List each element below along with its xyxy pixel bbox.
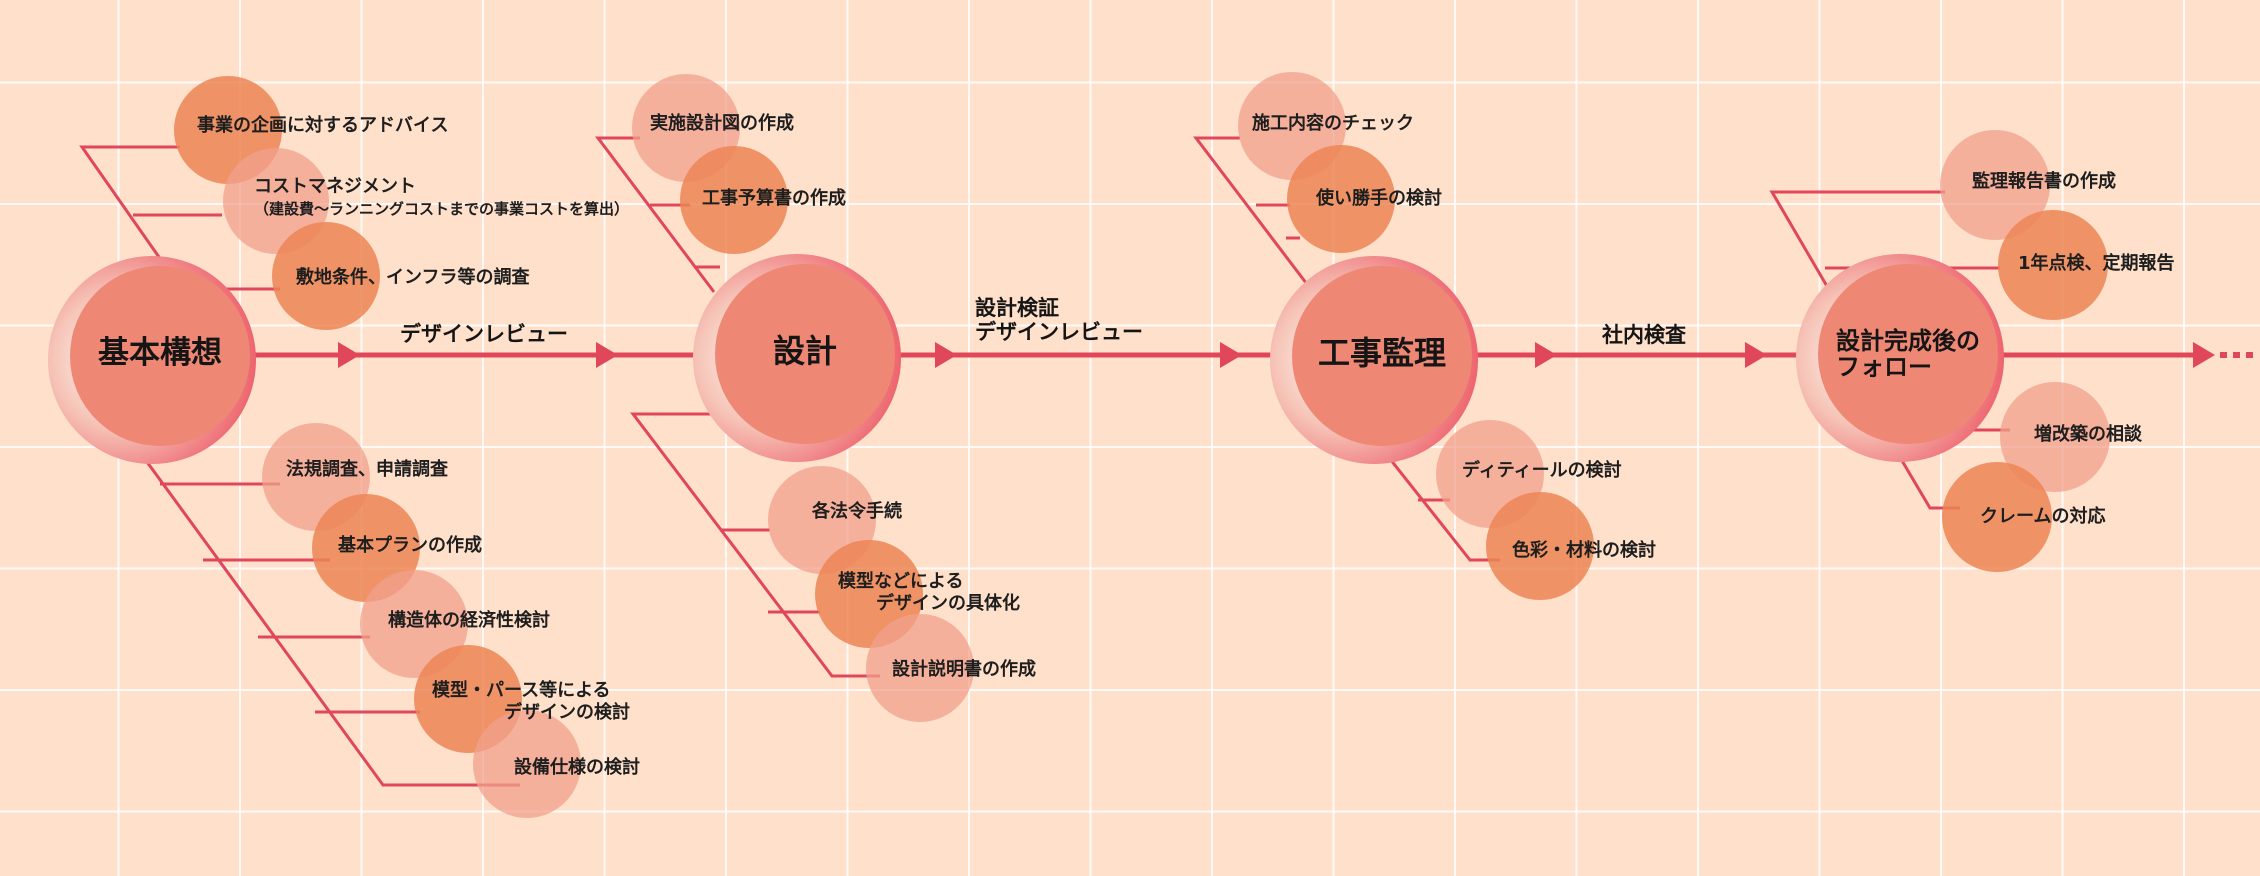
label-structure: 構造体の経済性検討 [388,610,550,631]
label-legal: 各法令手続 [812,501,902,522]
label-plan: 基本プランの作成 [338,535,482,556]
label-model: 模型・パース等による デザインの検討 [432,680,630,724]
arrow-icon [596,342,618,368]
label-site: 敷地条件、インフラ等の調査 [296,267,530,288]
label-equipment: 設備仕様の検討 [514,757,640,778]
label-usability: 使い勝手の検討 [1316,188,1442,209]
stage-inner [70,266,250,446]
stage-inner [1292,266,1472,446]
item-bubble [272,222,380,330]
edge-label-inspection: 社内検査 [1602,323,1686,347]
item-bubble [1287,145,1395,253]
label-model2-line2: デザインの具体化 [876,593,1020,614]
label-model2: 模型などによる デザインの具体化 [838,571,1020,615]
stage-title-design: 設計 [772,332,837,370]
stage-title-concept: 基本構想 [98,335,222,371]
label-model2-line1: 模型などによる [838,571,964,592]
stage-inner [715,264,895,444]
item-bubble [1486,492,1594,600]
stage-title-supervision: 工事監理 [1317,334,1446,372]
label-cost: コストマネジメント （建設費～ランニングコストまでの事業コストを算出） [254,176,629,220]
dot-icon [2246,352,2253,358]
item-bubble [1998,210,2108,320]
dot-icon [2233,352,2240,358]
item-bubble [680,146,788,254]
item-bubble [866,614,974,722]
label-model-line1: 模型・パース等による [432,680,611,701]
label-claim: クレームの対応 [1980,506,2106,527]
label-check: 施工内容のチェック [1252,113,1414,134]
item-bubble [1942,462,2052,572]
label-drawing: 実施設計図の作成 [650,113,794,134]
label-cost-main: コストマネジメント [254,176,416,197]
label-explain: 設計説明書の作成 [892,659,1036,680]
item-bubble [473,710,581,818]
flow-arrows [338,342,2215,368]
label-detail: ディティールの検討 [1462,460,1622,481]
stage-inner [1818,264,1998,444]
label-inspection: 1年点検、定期報告 [2018,253,2175,274]
label-budget: 工事予算書の作成 [702,188,846,209]
label-model-line2: デザインの検討 [504,702,630,723]
arrow-icon [1220,342,1242,368]
label-renovation: 増改築の相談 [2034,424,2142,445]
edge-label-verification: 設計検証 デザインレビュー [975,296,1143,344]
arrow-icon [2193,342,2215,368]
label-report: 監理報告書の作成 [1972,171,2116,192]
label-law: 法規調査、申請調査 [286,459,448,480]
stage-title-followup: 設計完成後の フォロー [1836,327,1980,382]
ellipsis-dots [2220,352,2253,358]
edge-label-design-review: デザインレビュー [400,322,568,346]
label-advice: 事業の企画に対するアドバイス [197,115,449,136]
arrow-icon [1745,342,1767,368]
label-cost-sub: （建設費～ランニングコストまでの事業コストを算出） [254,200,630,218]
arrow-icon [935,342,957,368]
dot-icon [2220,352,2227,358]
arrow-icon [1535,342,1557,368]
label-color: 色彩・材料の検討 [1512,540,1656,561]
arrow-icon [338,342,360,368]
